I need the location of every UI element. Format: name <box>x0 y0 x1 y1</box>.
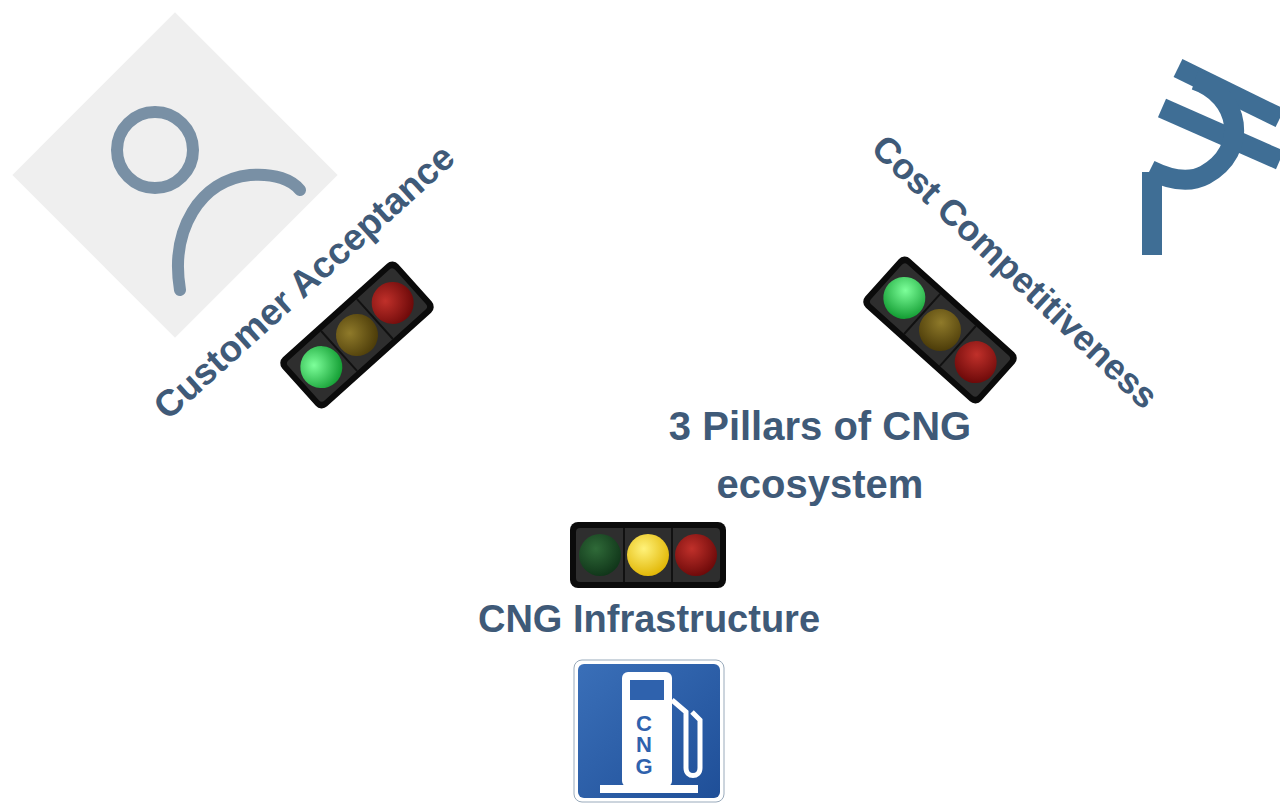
rupee-symbol <box>1150 68 1280 255</box>
pillar-label: CNG Infrastructure <box>478 599 820 641</box>
cng-sign <box>574 660 724 802</box>
diagram-title-text: 3 Pillars of CNG ecosystem <box>650 397 990 513</box>
sign-text: CNG <box>633 713 655 778</box>
traffic-light <box>570 522 726 588</box>
